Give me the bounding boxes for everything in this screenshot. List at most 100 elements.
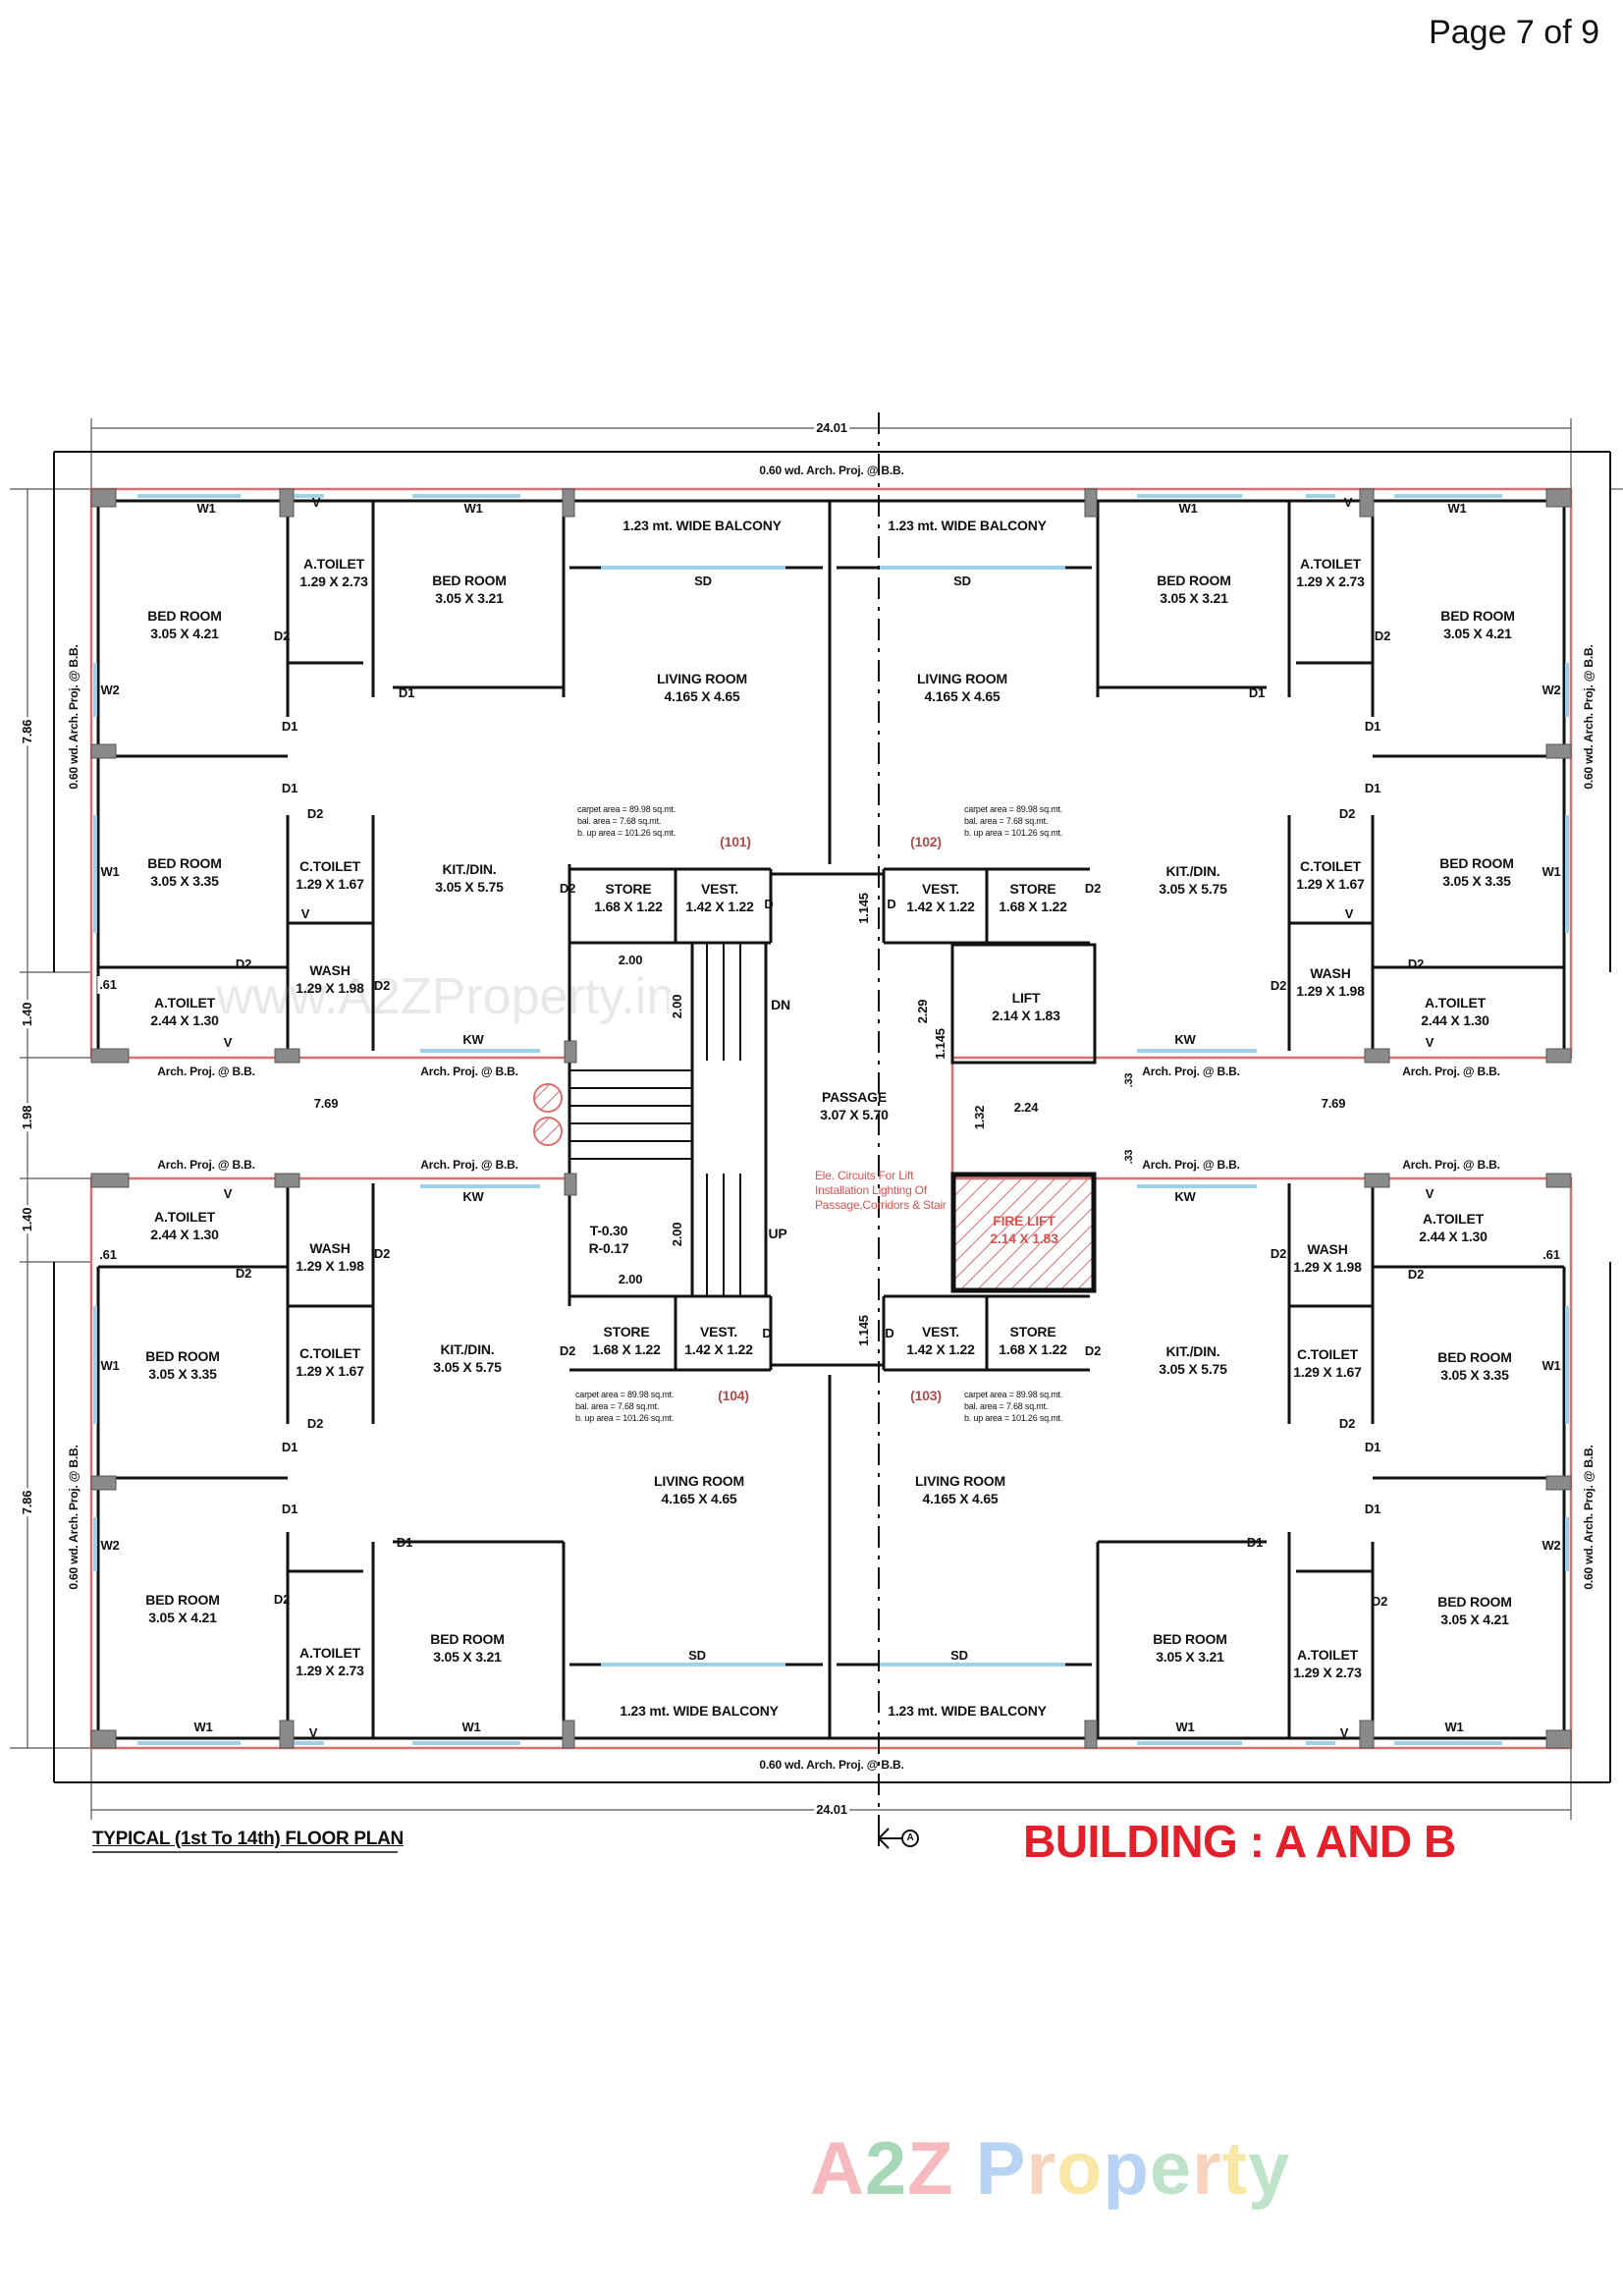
- window-tag: W1: [461, 1720, 481, 1734]
- unit-104-areas: carpet area = 89.98 sq.mt.bal. area = 7.…: [575, 1390, 675, 1423]
- door-tag: D1: [396, 1535, 413, 1550]
- ventilator-tag: V: [1339, 1725, 1349, 1740]
- watermark-letter: 2: [864, 2127, 908, 2211]
- arch-proj-label: Arch. Proj. @ B.B.: [1402, 1158, 1500, 1172]
- dim-61-upper: .61: [97, 976, 119, 994]
- stair-width-lower: 2.00: [616, 1271, 645, 1288]
- door-tag: D2: [273, 629, 291, 643]
- ventilator-tag: V: [308, 1725, 318, 1740]
- room-balcony: 1.23 mt. WIDE BALCONY: [888, 518, 1047, 533]
- left-upper-height: 7.86: [19, 717, 36, 746]
- watermark-letter: e: [1149, 2127, 1193, 2211]
- window-tag: W1: [193, 1720, 213, 1734]
- door-tag: D1: [281, 1440, 298, 1454]
- section-marker: A: [906, 1832, 914, 1843]
- room-balcony: 1.23 mt. WIDE BALCONY: [622, 518, 782, 533]
- stair-run-upper: 2.00: [669, 992, 686, 1021]
- overall-width-top: 24.01: [814, 419, 849, 437]
- unit-103-id: (103): [910, 1388, 942, 1403]
- door-tag: D2: [235, 957, 252, 971]
- door-tag: D1: [1248, 685, 1266, 700]
- unit-101-areas: carpet area = 89.98 sq.mt.bal. area = 7.…: [577, 804, 676, 838]
- window-tag: W1: [1175, 1720, 1195, 1734]
- ventilator-tag: V: [1343, 495, 1353, 510]
- arch-proj-label: Arch. Proj. @ B.B.: [157, 1158, 255, 1172]
- door-tag: D2: [1374, 629, 1391, 643]
- ventilator-tag: V: [311, 495, 321, 510]
- top-projection-label: 0.60 wd. Arch. Proj. @ B.B.: [759, 464, 904, 477]
- bottom-projection-label: 0.60 wd. Arch. Proj. @ B.B.: [759, 1758, 904, 1772]
- arch-proj-label: Arch. Proj. @ B.B.: [1402, 1065, 1500, 1078]
- watermark-letter: A: [810, 2127, 865, 2211]
- dim-1-40-upper: 1.40: [19, 1000, 36, 1029]
- room-vest: VEST.1.42 X 1.22: [906, 1324, 975, 1357]
- page-indicator: Page 7 of 9: [1429, 14, 1599, 51]
- watermark-letter: r: [1192, 2127, 1222, 2211]
- door-tag: D2: [1371, 1594, 1388, 1609]
- dim-1-98: 1.98: [19, 1103, 36, 1132]
- kitchen-window-tag: KW: [1174, 1032, 1196, 1047]
- door-tag: D1: [398, 685, 415, 700]
- ventilator-tag: V: [300, 906, 310, 921]
- door-tag: D1: [1364, 1502, 1381, 1516]
- door-tag: D: [764, 897, 774, 911]
- lobby-1145-lower: 1.145: [855, 1313, 873, 1348]
- dim-7-69-left: 7.69: [311, 1095, 341, 1113]
- watermark-letter: [954, 2126, 976, 2212]
- a2z-property-watermark: A2Z Property: [810, 2126, 1290, 2212]
- watermark-letter: P: [975, 2127, 1027, 2211]
- window-tag: W1: [463, 501, 483, 516]
- window-tag: W1: [196, 501, 216, 516]
- door-tag: D1: [281, 1502, 298, 1516]
- unit-101-id: (101): [720, 834, 751, 849]
- door-tag: D2: [1270, 1246, 1287, 1261]
- door-tag: D1: [1364, 719, 1381, 734]
- door-tag: D2: [1270, 978, 1287, 993]
- door-tag: D2: [1338, 806, 1356, 821]
- watermark-letter: Z: [907, 2127, 954, 2211]
- room-kitchen: KIT./DIN.3.05 X 5.75: [1159, 863, 1227, 897]
- stair-down-label: DN: [771, 997, 790, 1012]
- overall-width-bottom: 24.01: [814, 1801, 849, 1819]
- watermark-letter: o: [1056, 2127, 1104, 2211]
- stair-width-upper: 2.00: [616, 952, 645, 969]
- kitchen-window-tag: KW: [462, 1032, 484, 1047]
- plan-title: TYPICAL (1st To 14th) FLOOR PLAN: [92, 1829, 404, 1849]
- unit-103-areas: carpet area = 89.98 sq.mt.bal. area = 7.…: [964, 1390, 1063, 1423]
- left-upper-projection-label: 0.60 wd. Arch. Proj. @ B.B.: [67, 644, 81, 790]
- lift-circuit-note: Ele. Circuits For Lift Installation Ligh…: [815, 1169, 947, 1212]
- door-tag: D2: [1084, 1343, 1102, 1358]
- left-lower-height: 7.86: [19, 1488, 36, 1517]
- door-tag: D1: [1364, 1440, 1381, 1454]
- arch-proj-label: Arch. Proj. @ B.B.: [420, 1065, 518, 1078]
- door-tag: D1: [1364, 781, 1381, 795]
- sliding-door-tag: SD: [953, 574, 971, 588]
- door-tag: D1: [281, 719, 298, 734]
- window-tag: W1: [1542, 1358, 1561, 1373]
- door-tag: D1: [281, 781, 298, 795]
- right-upper-projection-label: 0.60 wd. Arch. Proj. @ B.B.: [1582, 644, 1596, 790]
- lobby-1145-upper: 1.145: [855, 891, 873, 926]
- arch-proj-label: Arch. Proj. @ B.B.: [1142, 1158, 1240, 1172]
